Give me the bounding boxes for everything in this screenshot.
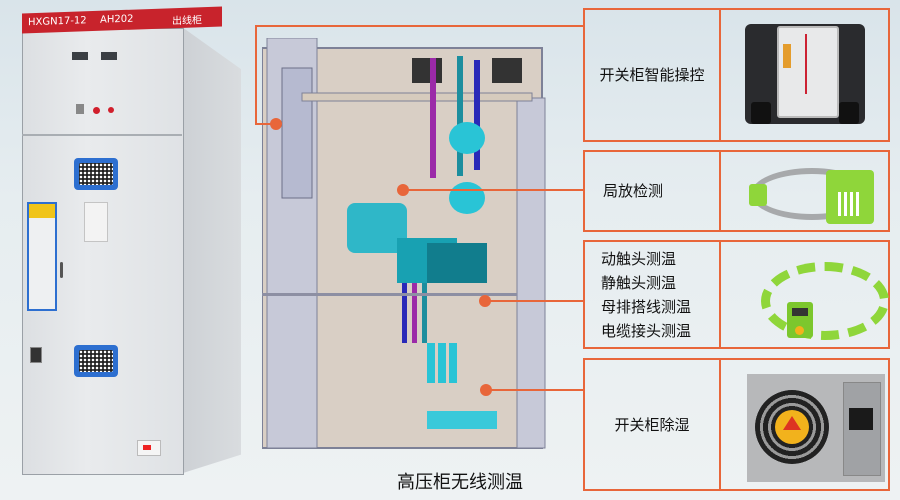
feature-label: 开关柜除湿	[585, 360, 719, 489]
vent-grille-icon	[74, 345, 118, 377]
connector-dot-3	[479, 295, 491, 307]
feature-label-text: 动触头测温	[601, 249, 677, 268]
row-divider	[719, 152, 721, 230]
feature-label-text: 静触头测温	[601, 273, 677, 292]
vent-slot	[492, 58, 522, 83]
connector-line-1	[255, 25, 585, 27]
feature-label-text: 局放检测	[603, 182, 664, 200]
smart-controller-icon	[721, 10, 888, 140]
cabinet-model: HXGN17-12	[28, 15, 87, 29]
feature-label-text: 电缆接头测温	[601, 321, 692, 340]
connector-line-1	[255, 123, 275, 125]
ct-box	[427, 243, 487, 283]
red-button-icon[interactable]	[108, 107, 114, 113]
circuit-breaker-body	[347, 203, 407, 253]
dehumidifier-icon	[721, 360, 888, 489]
cabinet-panel-id: AH202	[100, 13, 134, 26]
insulator	[449, 122, 485, 154]
cabinet-header-strip: HXGN17-12 AH202 出线柜	[22, 6, 222, 34]
status-light-box	[137, 440, 161, 456]
feature-label-text: 开关柜智能操控	[599, 66, 705, 84]
cabinet-side-panel	[183, 27, 241, 473]
feature-label-text: 母排搭线测温	[601, 297, 692, 316]
feature-label: 开关柜智能操控	[585, 10, 719, 140]
cable-bus-c	[402, 283, 407, 343]
meter-icon	[101, 52, 117, 60]
red-button-icon[interactable]	[93, 107, 100, 114]
meter-icon	[72, 52, 88, 60]
cable-bus-b	[422, 283, 427, 343]
connector-dot-4	[480, 384, 492, 396]
top-cross-beam	[301, 92, 533, 102]
row-divider	[719, 242, 721, 347]
feature-label: 动触头测温 静触头测温 母排搭线测温 电缆接头测温	[585, 242, 719, 347]
busbar-phase-c	[474, 60, 480, 170]
surge-arrester	[427, 343, 457, 383]
partial-discharge-sensor-icon	[721, 152, 888, 230]
warning-label-plate	[27, 202, 57, 311]
cabinet-panel-type: 出线柜	[172, 15, 202, 28]
busbar-phase-a	[430, 58, 436, 178]
dehumidifier-block	[427, 411, 497, 429]
busbar-phase-b	[457, 56, 463, 176]
connector-line-4	[485, 389, 583, 391]
feature-row-smart-control: 开关柜智能操控	[583, 8, 890, 142]
row-divider	[719, 360, 721, 489]
diagram-caption: 高压柜无线测温	[397, 472, 523, 493]
feature-label: 局放检测	[585, 152, 719, 230]
connector-dot-2	[397, 184, 409, 196]
mid-partition	[262, 293, 517, 296]
feature-label-text: 开关柜除湿	[614, 415, 690, 434]
feature-row-temperature: 动触头测温 静触头测温 母排搭线测温 电缆接头测温	[583, 240, 890, 349]
insulator	[449, 182, 485, 214]
connector-dot-1	[270, 118, 282, 130]
single-line-diagram-plate	[84, 202, 108, 242]
switchgear-cutaway-diagram	[262, 38, 546, 449]
connector-line-1	[255, 25, 257, 125]
vent-slot	[412, 58, 442, 83]
connector-line-2	[402, 189, 583, 191]
cable-bus-a	[412, 283, 417, 343]
temperature-sensor-strap-icon	[721, 242, 889, 347]
indicator-icon	[76, 104, 84, 114]
right-side-panel	[516, 97, 546, 449]
door-handle-icon[interactable]	[60, 262, 63, 278]
low-voltage-compartment	[281, 67, 313, 199]
cabinet-door-split	[22, 134, 182, 136]
lock-icon[interactable]	[30, 347, 42, 363]
connector-line-3	[484, 300, 583, 302]
feature-row-dehumidify: 开关柜除湿	[583, 358, 890, 491]
row-divider	[719, 10, 721, 140]
feature-row-partial-discharge: 局放检测	[583, 150, 890, 232]
vent-grille-icon	[74, 158, 118, 190]
